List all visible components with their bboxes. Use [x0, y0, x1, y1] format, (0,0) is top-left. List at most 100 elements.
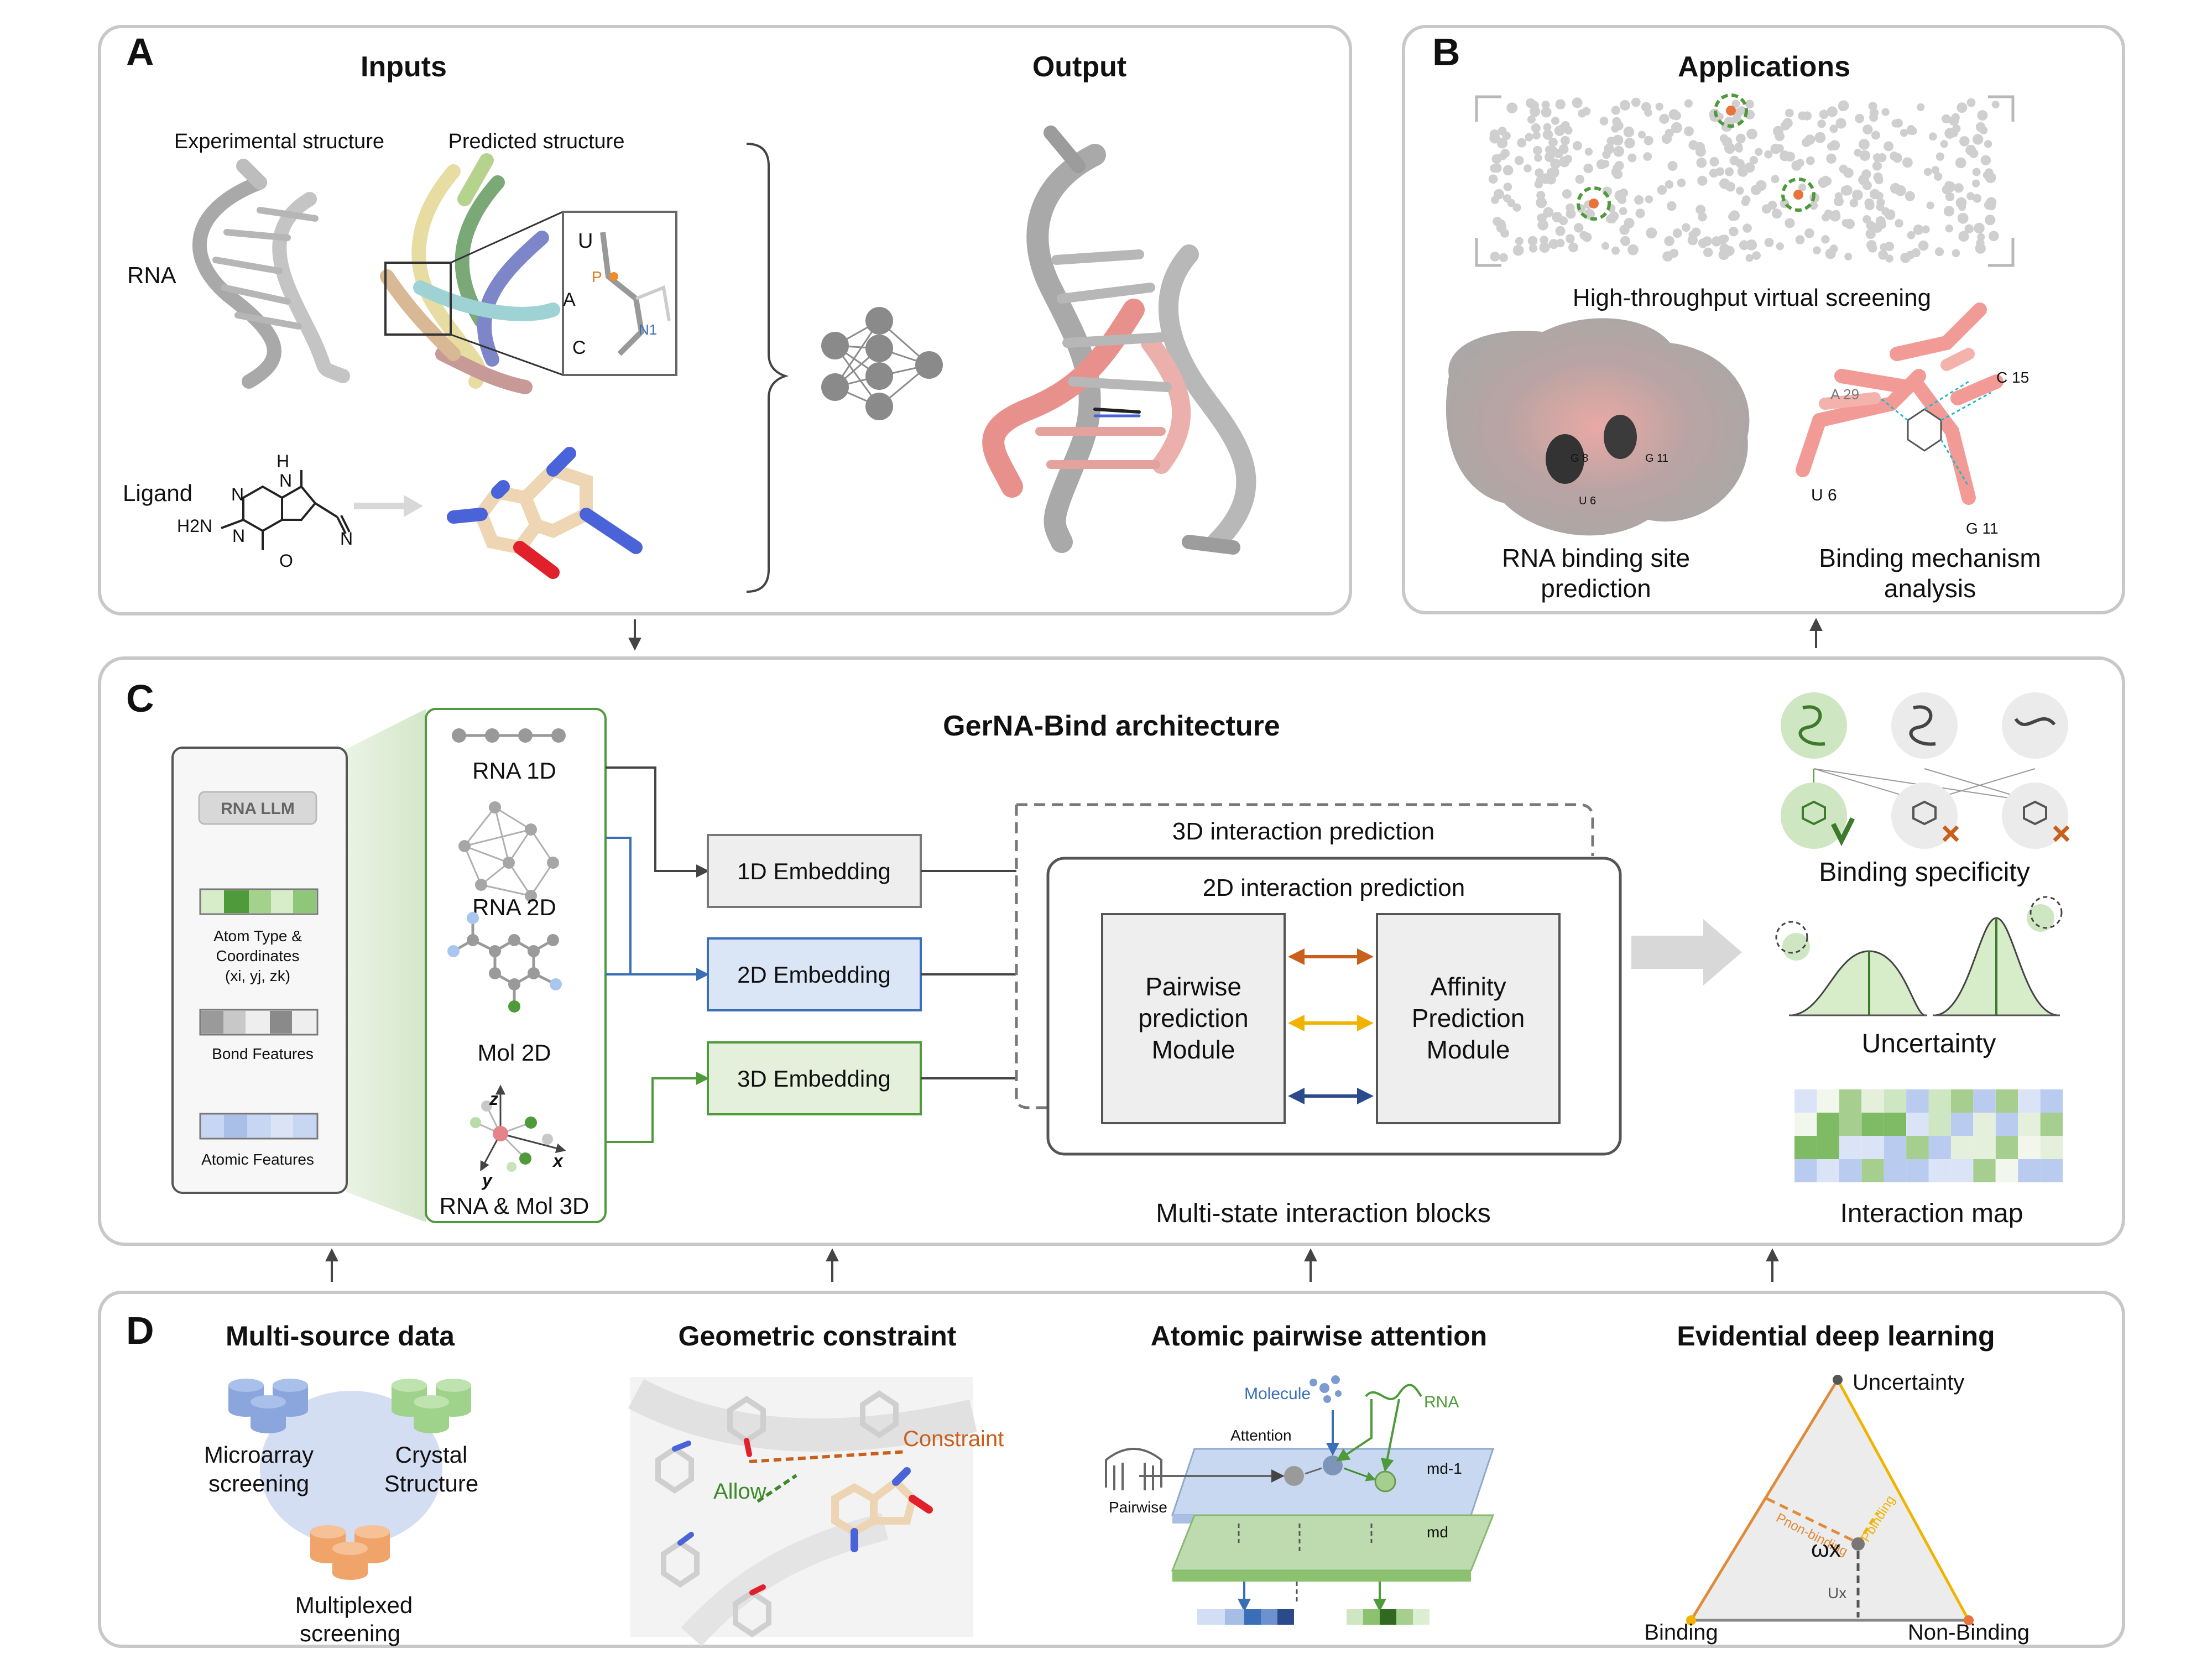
compound-dot — [1750, 185, 1761, 195]
compound-dot — [1494, 189, 1504, 200]
map-cell — [1861, 1113, 1884, 1136]
compound-dot — [1539, 242, 1550, 253]
rna-attn-label: RNA — [1424, 1393, 1459, 1411]
crystal-label-2: Structure — [384, 1470, 478, 1496]
compound-dot — [1905, 191, 1915, 201]
compound-dot — [1729, 227, 1739, 237]
interaction-map-label: Interaction map — [1840, 1199, 2023, 1228]
compound-dot — [1624, 138, 1635, 149]
compound-dot — [1762, 204, 1772, 214]
map-cell — [1794, 1089, 1817, 1113]
compound-dot — [1977, 233, 1985, 241]
affinity-label-1: Affinity — [1430, 972, 1506, 1001]
atom-type-label-2: Coordinates — [216, 947, 300, 964]
compound-dot — [1936, 152, 1945, 161]
compound-dot — [1983, 171, 1991, 179]
compound-dot — [1884, 141, 1894, 152]
compound-dot — [1868, 102, 1877, 111]
mechanism-label-2: analysis — [1884, 574, 1976, 603]
compound-dot — [1655, 102, 1663, 111]
compound-dot — [1527, 115, 1536, 124]
compound-dot — [1976, 238, 1985, 248]
compound-dot — [1599, 117, 1609, 126]
compound-dot — [1965, 144, 1976, 156]
compound-dot — [1958, 231, 1969, 242]
mech-c15: C 15 — [1996, 369, 2029, 386]
compound-dot — [1900, 129, 1908, 137]
mol-2d-icon — [447, 912, 562, 1013]
compound-dot — [1619, 207, 1627, 216]
pairwise-label-2: prediction — [1138, 1004, 1248, 1032]
compound-dot — [1776, 242, 1784, 251]
compound-dot — [1918, 240, 1929, 251]
evidential-title: Evidential deep learning — [1677, 1321, 1995, 1352]
attention-title: Atomic pairwise attention — [1151, 1321, 1487, 1352]
connector-1d — [606, 766, 709, 878]
compound-dot — [1771, 175, 1780, 184]
compound-dot — [1873, 153, 1882, 162]
ligand-n-left: N — [231, 484, 244, 504]
compound-dot — [1780, 150, 1791, 161]
compound-dot — [1659, 113, 1670, 124]
geometric-title: Geometric constraint — [679, 1321, 957, 1352]
compound-dot — [1566, 234, 1575, 244]
features-box — [171, 747, 348, 1194]
map-cell — [1928, 1159, 1951, 1182]
compound-dot — [1985, 215, 1996, 226]
compound-dot — [1851, 189, 1863, 201]
map-cell — [1839, 1113, 1862, 1136]
compound-dot — [1568, 242, 1578, 253]
bond-features-label: Bond Features — [212, 1045, 314, 1062]
affinity-label-2: Prediction — [1412, 1004, 1525, 1032]
map-cell — [1906, 1089, 1929, 1113]
rna-mol-3d-label: RNA & Mol 3D — [440, 1193, 589, 1219]
compound-dot — [1709, 156, 1719, 167]
compound-dot — [1695, 146, 1706, 157]
compound-dot — [1829, 124, 1838, 133]
compound-dot — [1890, 182, 1901, 194]
compound-dot — [1665, 180, 1674, 189]
ligand-h: H — [276, 451, 289, 471]
compound-dot — [1949, 128, 1959, 137]
compound-dot — [1514, 155, 1524, 165]
compound-dot — [1796, 159, 1804, 167]
compound-dot — [1503, 182, 1512, 191]
compound-dot — [1735, 133, 1746, 144]
map-cell — [2040, 1159, 2063, 1182]
map-cell — [1950, 1089, 1974, 1113]
compound-dot — [1781, 121, 1791, 131]
compound-dot — [1702, 236, 1712, 246]
ligand-atom-labels: H N N N H2N O N — [177, 451, 353, 571]
map-cell — [1817, 1113, 1839, 1136]
compound-dot — [1500, 229, 1510, 238]
compound-dot — [1871, 131, 1880, 140]
compound-dot — [1667, 201, 1677, 211]
compound-dot — [1619, 188, 1629, 197]
connector-2d — [606, 837, 709, 981]
compound-dot — [1671, 122, 1682, 133]
compound-dot — [1551, 117, 1559, 125]
map-cell — [1861, 1136, 1884, 1159]
ux-label: Ux — [1828, 1584, 1846, 1601]
compound-dot — [1804, 134, 1815, 145]
output-title: Output — [1032, 51, 1126, 83]
experimental-rna-structure — [192, 159, 350, 389]
predicted-label: Predicted structure — [448, 130, 625, 153]
map-cell — [1817, 1136, 1839, 1159]
compound-dot — [1821, 235, 1830, 244]
rna-llm-label: RNA LLM — [221, 800, 295, 818]
allow-label: Allow — [713, 1479, 766, 1504]
compound-dot — [1735, 159, 1745, 168]
compound-dot — [1875, 191, 1884, 200]
compound-dot — [1544, 152, 1555, 163]
representation-box — [425, 708, 607, 1223]
compound-dot — [1817, 119, 1826, 128]
compound-dot — [1775, 144, 1784, 153]
compound-dot — [1745, 254, 1754, 262]
ligand-h2n: H2N — [177, 516, 212, 536]
compound-dot — [1574, 223, 1584, 233]
output-complex-structure — [982, 126, 1256, 555]
compound-dot — [1535, 168, 1544, 178]
compound-dot — [1536, 191, 1546, 200]
panel-a-frame — [98, 25, 1352, 615]
